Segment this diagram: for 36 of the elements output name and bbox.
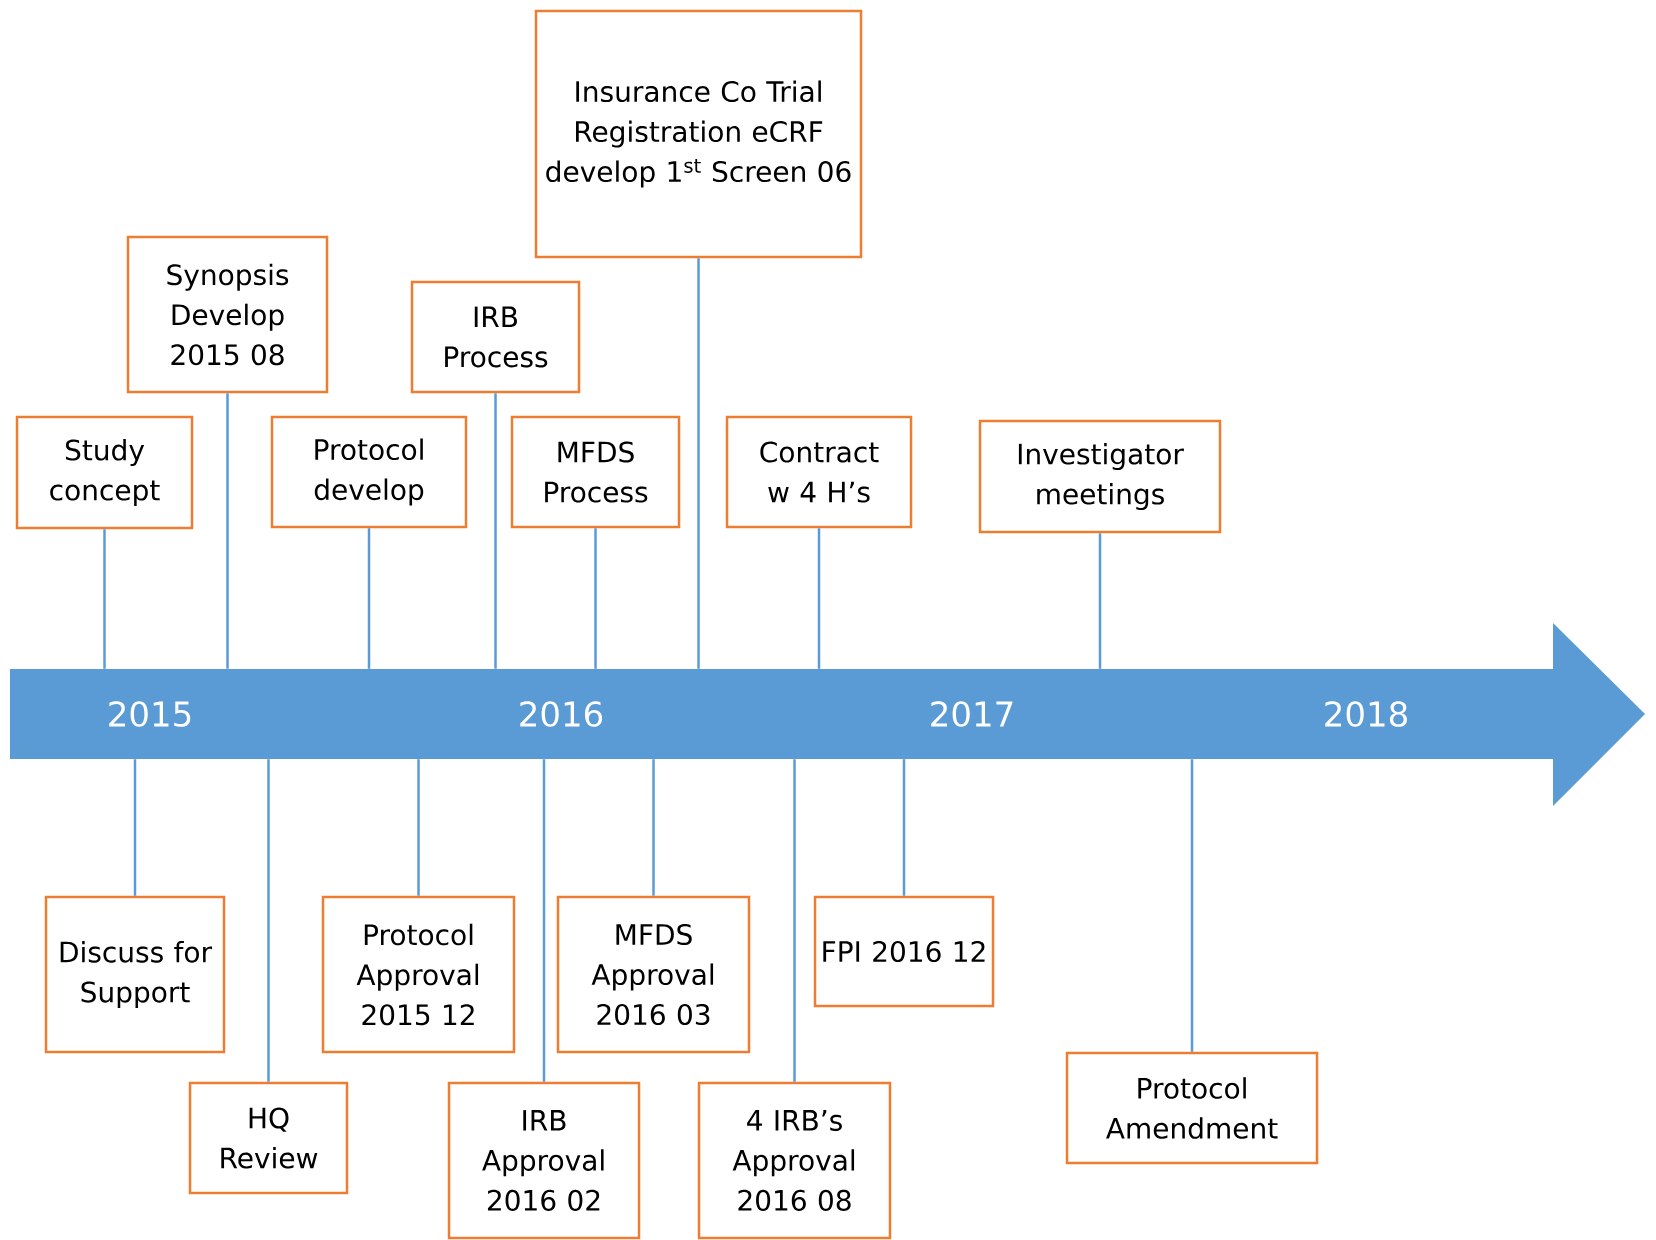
year-label: 2016 — [520, 701, 603, 727]
year-label: 2017 — [931, 701, 1013, 727]
connector-line — [494, 393, 497, 669]
connector-line — [817, 528, 821, 669]
event-box: MFDS Approval 2016 03 — [556, 895, 751, 1054]
connector-line — [1190, 759, 1194, 1052]
connector-line — [226, 393, 229, 669]
connector-line — [367, 528, 371, 669]
connector-line — [793, 759, 796, 1082]
event-box: Protocol develop — [270, 415, 468, 529]
connector-line — [417, 759, 420, 896]
event-box: Protocol Approval 2015 12 — [321, 895, 516, 1054]
event-box: 4 IRB’s Approval 2016 08 — [697, 1081, 892, 1240]
connector-line — [267, 759, 270, 1082]
event-box: Investigator meetings — [978, 419, 1222, 534]
event-box: Study concept — [15, 415, 194, 530]
event-box: Discuss for Support — [44, 895, 226, 1054]
event-box: Protocol Amendment — [1065, 1051, 1319, 1165]
connector-line — [594, 528, 597, 669]
event-box: FPI 2016 12 — [813, 895, 995, 1008]
connector-line — [697, 258, 700, 669]
event-box: MFDS Process — [510, 415, 681, 529]
connector-line — [1098, 533, 1102, 669]
year-label: 2018 — [1325, 701, 1407, 727]
event-box: Insurance Co Trial Registration eCRF develop 1$^{st}$ Screen 06 — [534, 9, 863, 259]
connector-line — [902, 759, 906, 896]
year-label: 2015 — [109, 701, 191, 727]
connector-line — [542, 759, 546, 1082]
event-box: HQ Review — [188, 1081, 349, 1195]
event-box: IRB Approval 2016 02 — [447, 1081, 641, 1240]
connector-line — [103, 529, 106, 669]
connector-line — [133, 759, 137, 896]
event-box: Contract w 4 H’s — [725, 415, 913, 529]
connector-line — [652, 759, 655, 896]
event-box: Synopsis Develop 2015 08 — [126, 235, 329, 394]
event-box: IRB Process — [410, 280, 581, 394]
